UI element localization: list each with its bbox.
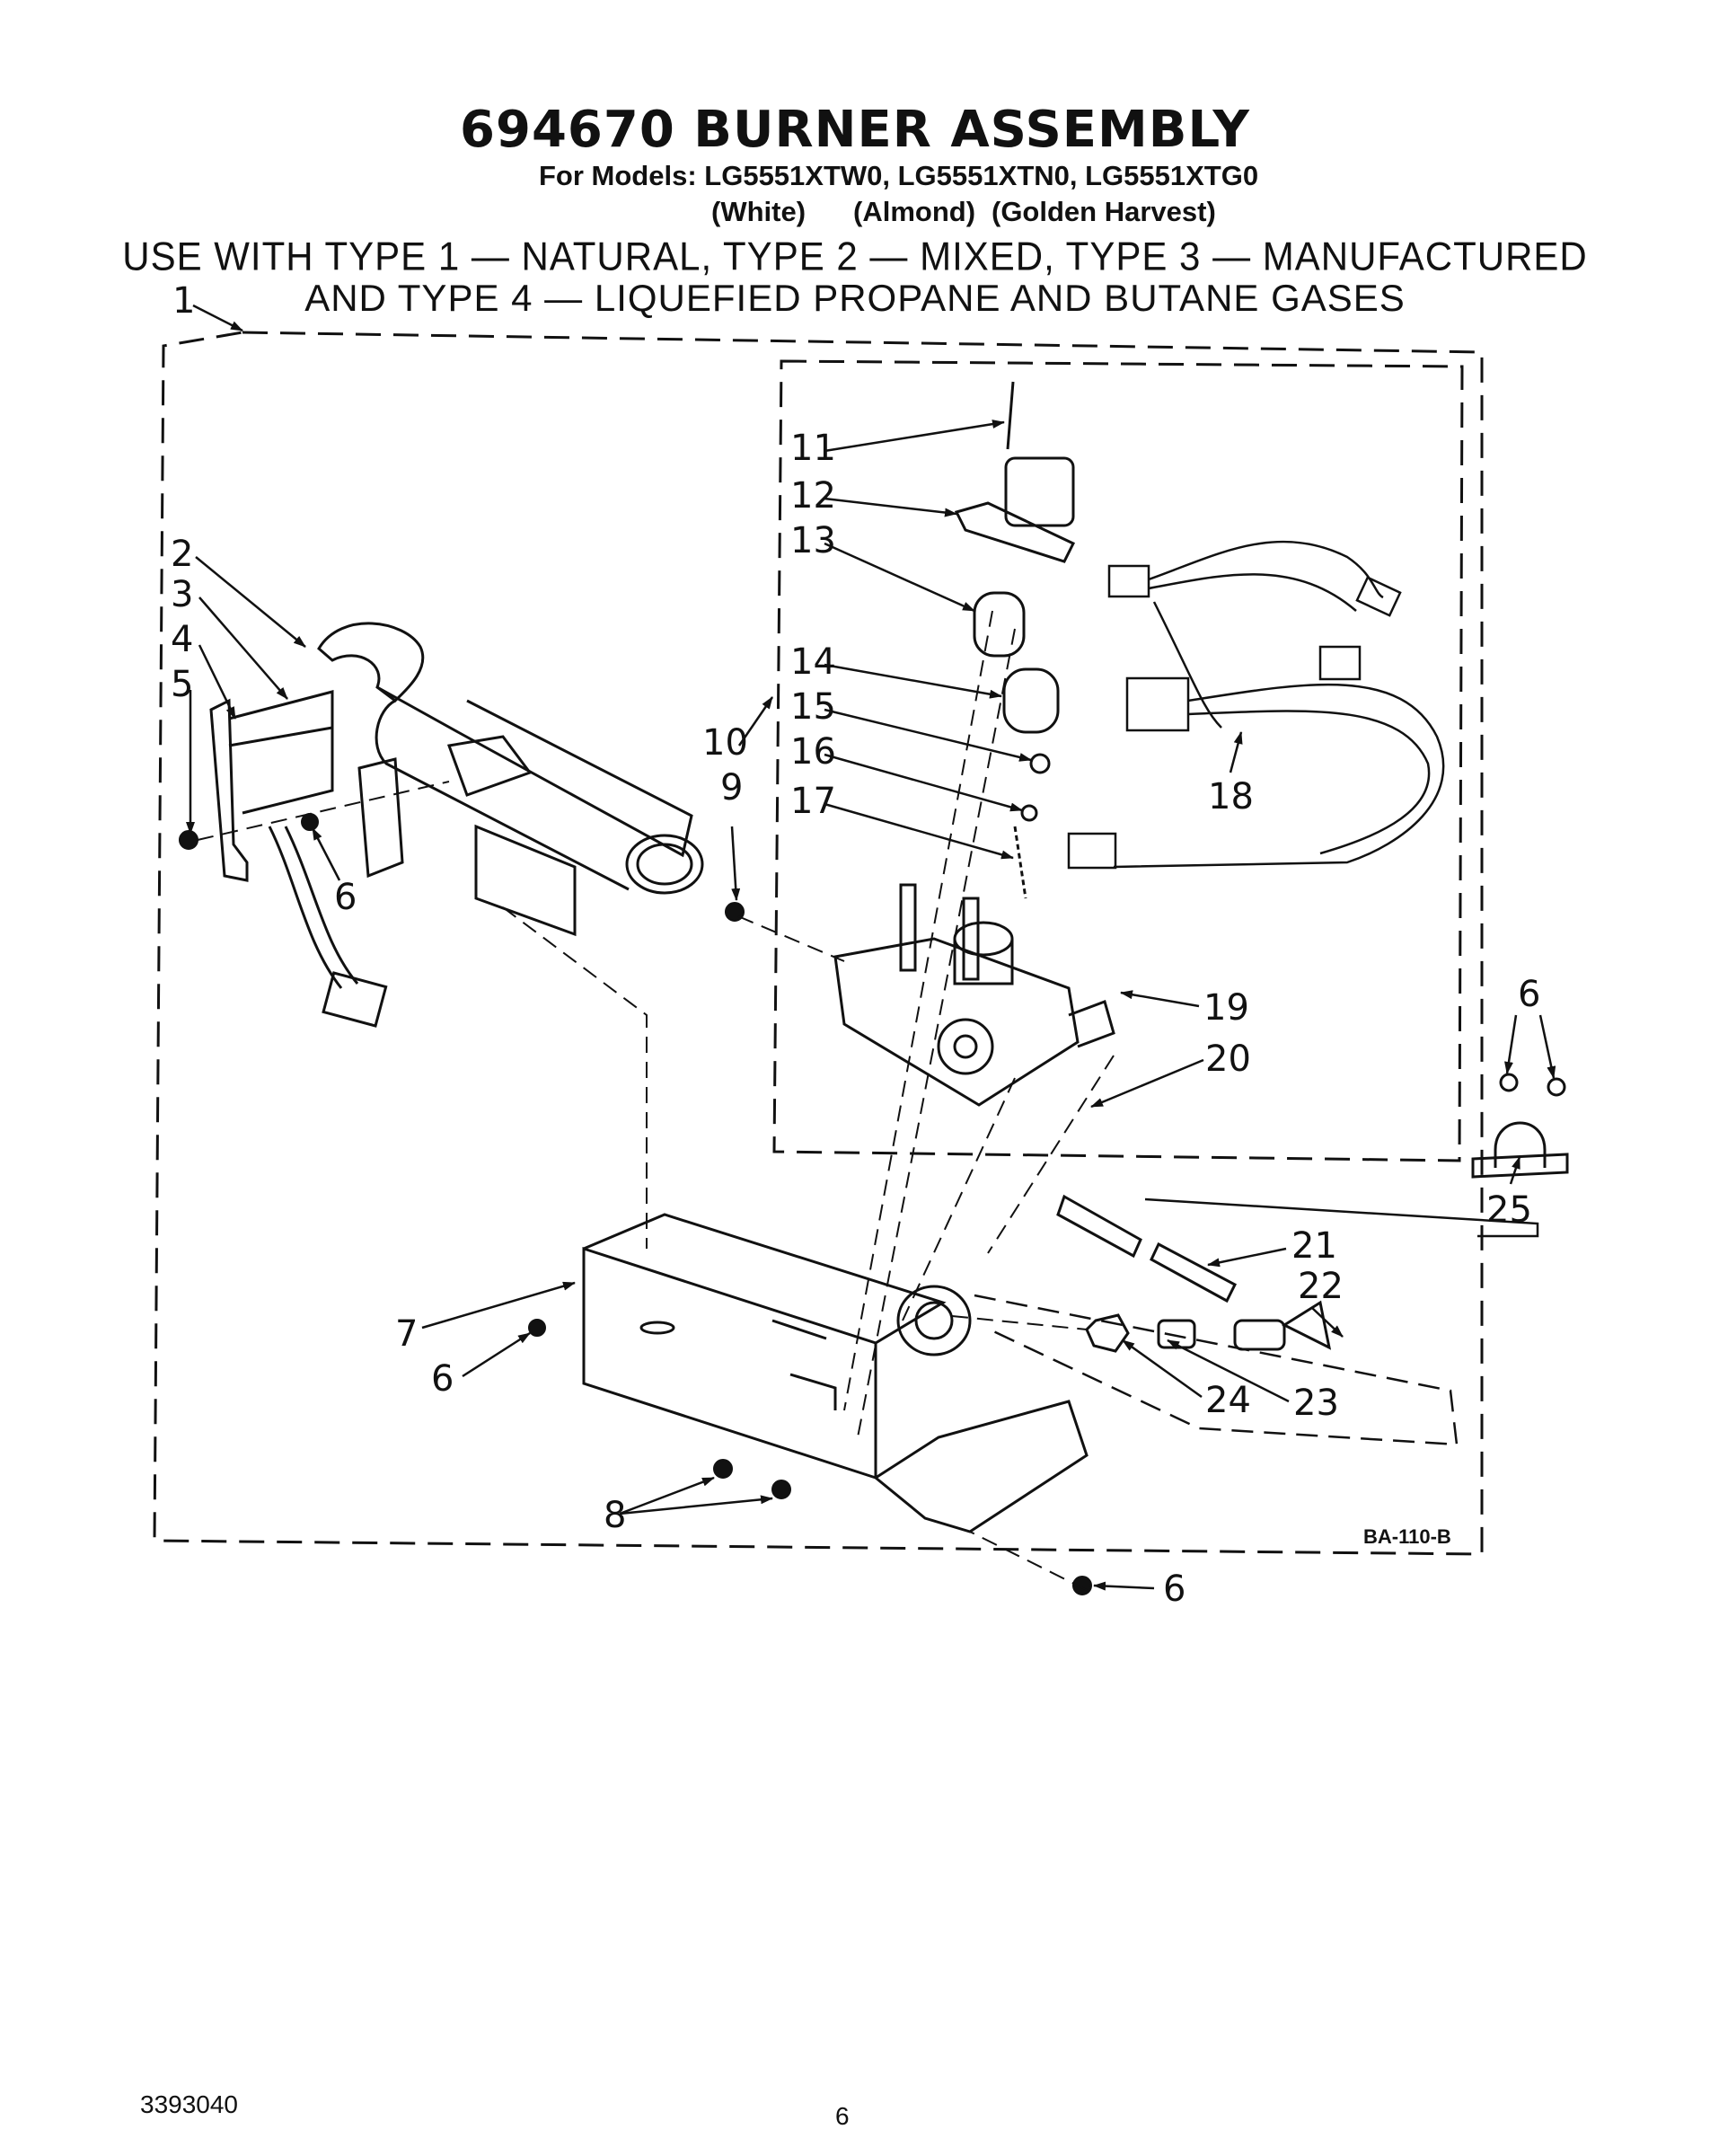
callout-7: 7 xyxy=(395,1313,418,1355)
solenoid-coils-part xyxy=(954,381,1076,899)
callout-20: 20 xyxy=(1205,1038,1251,1080)
leader-4 xyxy=(198,644,237,720)
inlet-dashed-boundary xyxy=(974,1294,1459,1446)
leader-9 xyxy=(730,826,741,901)
leader-6c xyxy=(1504,1014,1518,1074)
callout-15: 15 xyxy=(790,686,836,728)
callout-5: 5 xyxy=(171,664,193,705)
callout-17: 17 xyxy=(790,781,836,822)
leader-23 xyxy=(1167,1339,1290,1403)
leader-10 xyxy=(737,696,774,747)
drawing-code: BA-110-B xyxy=(1363,1525,1451,1548)
callout-6-clamp: 6 xyxy=(1518,974,1540,1015)
page-title: 694670 BURNER ASSEMBLY xyxy=(460,101,1250,159)
gas-valve-part xyxy=(833,883,1115,1107)
leader-21 xyxy=(1207,1247,1287,1268)
callout-4: 4 xyxy=(171,619,193,660)
color-label-almond: (Almond) xyxy=(853,196,976,227)
leader-8b xyxy=(619,1495,773,1515)
callout-22: 22 xyxy=(1298,1266,1344,1307)
callout-9: 9 xyxy=(720,767,743,808)
leader-20 xyxy=(1090,1058,1204,1109)
usage-line-1: USE WITH TYPE 1 — NATURAL, TYPE 2 — MIXE… xyxy=(122,234,1588,279)
callout-12: 12 xyxy=(790,475,836,517)
models-line: For Models: LG5551XTW0, LG5551XTN0, LG55… xyxy=(539,160,1259,191)
leader-17 xyxy=(824,802,1014,860)
callout-19: 19 xyxy=(1203,987,1249,1029)
callout-21: 21 xyxy=(1291,1225,1337,1267)
footer-part-number: 3393040 xyxy=(140,2090,239,2118)
leader-14 xyxy=(824,663,1002,699)
callout-6-igniter: 6 xyxy=(334,877,357,918)
callout-16: 16 xyxy=(790,731,836,773)
screws-part xyxy=(179,813,1092,1595)
leader-2 xyxy=(195,556,306,648)
callout-6-base: 6 xyxy=(1163,1568,1186,1610)
leader-6e xyxy=(1093,1581,1155,1591)
alignment-lines xyxy=(197,610,1115,1591)
usage-line-2: AND TYPE 4 — LIQUEFIED PROPANE AND BUTAN… xyxy=(304,277,1406,319)
leader-7 xyxy=(421,1281,576,1330)
igniter-bracket-part xyxy=(209,690,404,1028)
clamp-dashed-boundary xyxy=(1144,1197,1539,1238)
callout-23: 23 xyxy=(1293,1383,1339,1424)
leader-24 xyxy=(1122,1339,1203,1399)
leader-11 xyxy=(824,420,1005,453)
leader-13 xyxy=(824,542,975,613)
clamp-part xyxy=(1471,1073,1569,1179)
callout-3: 3 xyxy=(171,574,193,615)
leader-3 xyxy=(198,596,288,700)
leader-1 xyxy=(192,304,243,332)
leader-16 xyxy=(824,753,1023,812)
burner-bracket-part xyxy=(582,1213,1089,1533)
leader-6b xyxy=(462,1331,531,1378)
inlet-fittings-part xyxy=(1056,1194,1332,1353)
burner-tube-part xyxy=(317,622,704,937)
inner-dashed-boundary xyxy=(772,359,1464,1162)
wire-harness-part xyxy=(1067,540,1445,870)
leader-15 xyxy=(824,708,1032,762)
callout-2: 2 xyxy=(171,534,193,575)
callout-11: 11 xyxy=(790,428,836,469)
outer-dashed-boundary xyxy=(153,331,1484,1556)
leader-12 xyxy=(824,497,957,517)
color-label-golden-harvest: (Golden Harvest) xyxy=(992,196,1216,227)
leader-8a xyxy=(619,1476,715,1515)
callout-6-bracket: 6 xyxy=(431,1358,454,1400)
leader-22 xyxy=(1310,1306,1344,1338)
callout-8: 8 xyxy=(604,1495,626,1536)
callout-24: 24 xyxy=(1205,1380,1251,1421)
leader-6a xyxy=(311,827,341,881)
leader-25 xyxy=(1509,1156,1521,1185)
callout-10: 10 xyxy=(702,722,748,764)
footer-page-number: 6 xyxy=(835,2102,850,2130)
callout-13: 13 xyxy=(790,520,836,561)
callout-1: 1 xyxy=(172,280,195,322)
leader-18 xyxy=(1229,731,1243,773)
color-label-white: (White) xyxy=(711,196,807,227)
leader-19 xyxy=(1120,990,1200,1008)
callout-18: 18 xyxy=(1208,776,1254,817)
callout-25: 25 xyxy=(1486,1189,1532,1231)
leader-6d xyxy=(1538,1014,1556,1079)
callout-14: 14 xyxy=(790,641,836,683)
